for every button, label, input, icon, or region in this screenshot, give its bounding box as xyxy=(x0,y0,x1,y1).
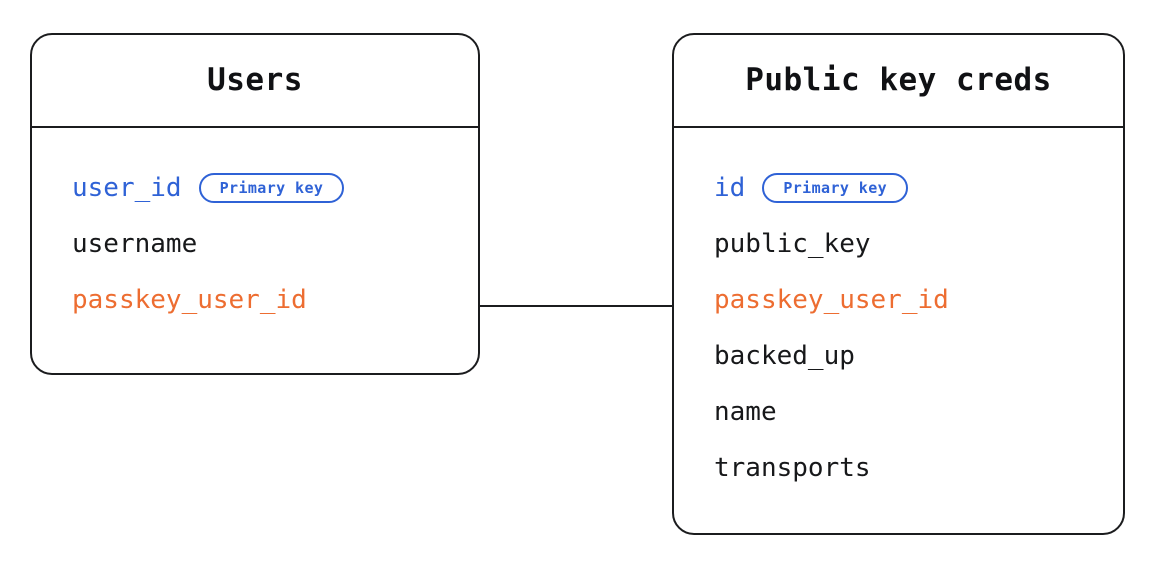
field-row[interactable]: name xyxy=(714,384,1123,440)
field-row[interactable]: backed_up xyxy=(714,328,1123,384)
entity-users-header: Users xyxy=(32,35,478,128)
primary-key-badge: Primary key xyxy=(198,173,345,203)
field-row[interactable]: transports xyxy=(714,440,1123,496)
entity-users[interactable]: Users user_id Primary key username passk… xyxy=(30,33,480,375)
field-name-passkey-user-id: passkey_user_id xyxy=(714,285,949,315)
field-row[interactable]: passkey_user_id xyxy=(72,272,478,328)
field-row[interactable]: passkey_user_id xyxy=(714,272,1123,328)
entity-users-title: Users xyxy=(207,62,303,98)
field-name-user-id: user_id xyxy=(72,173,182,203)
field-name-public-key: public_key xyxy=(714,229,871,259)
relationship-connector-line xyxy=(480,305,672,307)
field-name-transports: transports xyxy=(714,453,871,483)
field-name-backed-up: backed_up xyxy=(714,341,855,371)
field-row[interactable]: public_key xyxy=(714,216,1123,272)
field-row[interactable]: id Primary key xyxy=(714,160,1123,216)
entity-public-key-creds-header: Public key creds xyxy=(674,35,1123,128)
entity-public-key-creds[interactable]: Public key creds id Primary key public_k… xyxy=(672,33,1125,535)
field-name-username: username xyxy=(72,229,198,259)
entity-public-key-creds-field-list: id Primary key public_key passkey_user_i… xyxy=(674,130,1123,496)
primary-key-badge: Primary key xyxy=(762,173,909,203)
entity-users-field-list: user_id Primary key username passkey_use… xyxy=(32,130,478,328)
primary-key-badge-label: Primary key xyxy=(783,178,888,197)
field-row[interactable]: user_id Primary key xyxy=(72,160,478,216)
field-row[interactable]: username xyxy=(72,216,478,272)
field-name-passkey-user-id: passkey_user_id xyxy=(72,285,307,315)
field-name-name: name xyxy=(714,397,777,427)
entity-public-key-creds-title: Public key creds xyxy=(745,62,1052,98)
primary-key-badge-label: Primary key xyxy=(219,178,324,197)
field-name-id: id xyxy=(714,173,746,203)
